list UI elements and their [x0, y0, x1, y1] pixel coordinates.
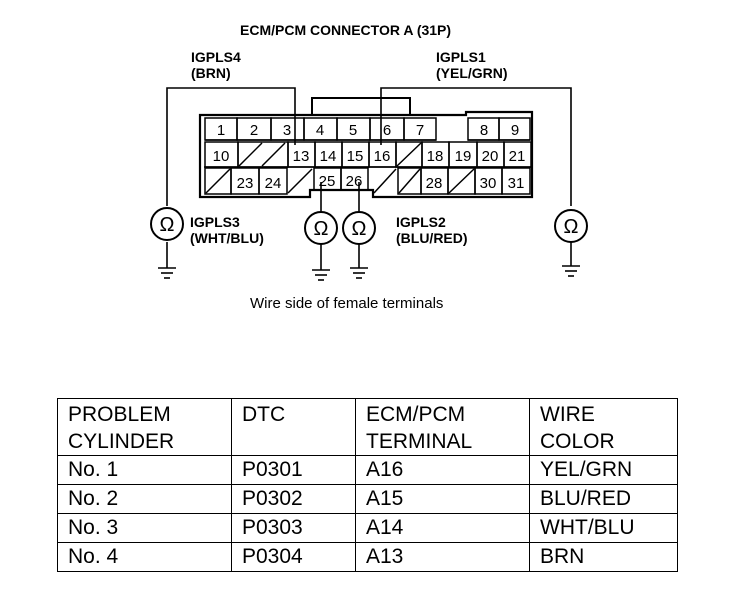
label-igpls2-name: IGPLS2 — [396, 214, 446, 230]
ohmmeter-igpls3: Ω — [304, 211, 338, 245]
label-igpls3-name: IGPLS3 — [190, 214, 240, 230]
cell-dtc: P0304 — [231, 542, 356, 572]
label-igpls1-name: IGPLS1 — [436, 49, 486, 65]
cell-dtc: P0301 — [231, 455, 356, 485]
terminal-row-1: 1 2 3 4 5 6 7 8 9 — [217, 122, 519, 139]
header-ecm-terminal: ECM/PCM TERMINAL — [355, 398, 530, 456]
cell-wire-color: WHT/BLU — [529, 513, 678, 543]
terminal-23: 23 — [237, 175, 254, 192]
cell-wire-color: BRN — [529, 542, 678, 572]
table-header-row: PROBLEM CYLINDER DTC ECM/PCM TERMINAL WI… — [57, 398, 678, 456]
terminal-9: 9 — [511, 122, 519, 139]
cell-terminal: A14 — [355, 513, 530, 543]
connector-outline — [198, 110, 534, 199]
label-igpls4-name: IGPLS4 — [191, 49, 241, 65]
terminal-30: 30 — [480, 175, 497, 192]
cell-dtc: P0302 — [231, 484, 356, 514]
label-igpls2-color: (BLU/RED) — [396, 230, 468, 246]
ohm-icon: Ω — [314, 218, 329, 240]
ohm-icon: Ω — [352, 218, 367, 240]
ohm-icon: Ω — [564, 216, 579, 238]
cell-dtc: P0303 — [231, 513, 356, 543]
cell-terminal: A15 — [355, 484, 530, 514]
table-row: No. 4 P0304 A13 BRN — [57, 542, 678, 572]
terminal-10: 10 — [213, 148, 230, 165]
terminal-19: 19 — [455, 148, 472, 165]
cell-wire-color: YEL/GRN — [529, 455, 678, 485]
ohmmeter-igpls1: Ω — [554, 209, 588, 243]
terminal-21: 21 — [509, 148, 526, 165]
cell-wire-color: BLU/RED — [529, 484, 678, 514]
ohmmeter-igpls4: Ω — [150, 207, 184, 241]
terminal-31: 31 — [508, 175, 525, 192]
terminal-24: 24 — [265, 175, 282, 192]
ground-icon — [312, 269, 330, 281]
cylinder-terminal-table: PROBLEM CYLINDER DTC ECM/PCM TERMINAL WI… — [57, 398, 678, 572]
terminal-14: 14 — [320, 148, 337, 165]
terminal-3: 3 — [283, 122, 291, 139]
terminal-28: 28 — [426, 175, 443, 192]
terminal-row-3: 23 24 25 26 28 30 31 — [237, 173, 525, 192]
cell-cylinder: No. 2 — [57, 484, 232, 514]
ground-symbols — [158, 265, 580, 281]
cell-terminal: A16 — [355, 455, 530, 485]
connector-key — [311, 97, 411, 115]
ohm-icon: Ω — [160, 214, 175, 236]
terminal-15: 15 — [347, 148, 364, 165]
probe-wires — [166, 87, 572, 270]
terminal-5: 5 — [349, 122, 357, 139]
terminal-row-2: 10 13 14 15 16 18 19 20 21 — [213, 148, 526, 165]
header-wire-color: WIRE COLOR — [529, 398, 678, 456]
terminal-26: 26 — [346, 173, 363, 190]
terminal-2: 2 — [250, 122, 258, 139]
diagram-title: ECM/PCM CONNECTOR A (31P) — [240, 22, 451, 38]
header-problem-cylinder: PROBLEM CYLINDER — [57, 398, 232, 456]
ground-icon — [350, 267, 368, 279]
cell-cylinder: No. 4 — [57, 542, 232, 572]
terminal-1: 1 — [217, 122, 225, 139]
terminal-6: 6 — [383, 122, 391, 139]
table-row: No. 2 P0302 A15 BLU/RED — [57, 484, 678, 514]
cell-cylinder: No. 1 — [57, 455, 232, 485]
terminal-7: 7 — [416, 122, 424, 139]
terminal-20: 20 — [482, 148, 499, 165]
connector-grid — [204, 117, 532, 195]
table-row: No. 1 P0301 A16 YEL/GRN — [57, 455, 678, 485]
label-igpls1-color: (YEL/GRN) — [436, 65, 508, 81]
ground-icon — [562, 265, 580, 277]
terminal-4: 4 — [316, 122, 324, 139]
table-row: No. 3 P0303 A14 WHT/BLU — [57, 513, 678, 543]
terminal-25: 25 — [319, 173, 336, 190]
terminal-8: 8 — [480, 122, 488, 139]
diagram-caption: Wire side of female terminals — [250, 295, 443, 312]
connector-diagram: ECM/PCM CONNECTOR A (31P) — [150, 22, 588, 312]
label-igpls3-color: (WHT/BLU) — [190, 230, 264, 246]
terminal-18: 18 — [427, 148, 444, 165]
cell-cylinder: No. 3 — [57, 513, 232, 543]
ground-icon — [158, 267, 176, 279]
terminal-16: 16 — [374, 148, 391, 165]
label-igpls4-color: (BRN) — [191, 65, 231, 81]
cell-terminal: A13 — [355, 542, 530, 572]
terminal-13: 13 — [293, 148, 310, 165]
ohmmeter-igpls2: Ω — [342, 211, 376, 245]
header-dtc: DTC — [231, 398, 356, 456]
